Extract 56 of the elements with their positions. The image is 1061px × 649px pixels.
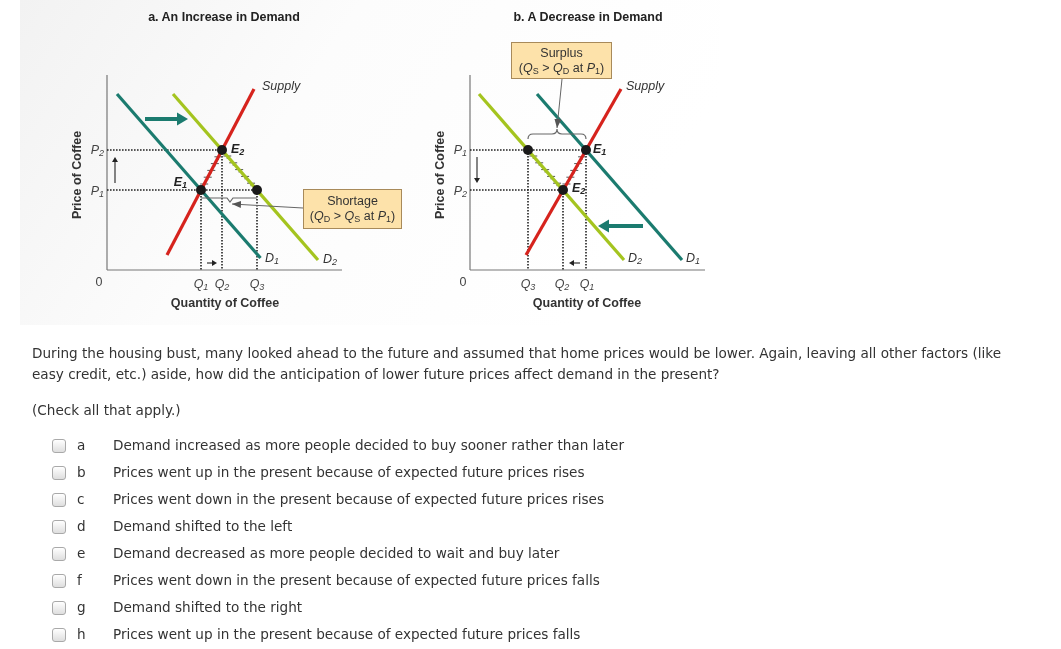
point-label: E$_{1}$ — [593, 141, 607, 157]
option-letter: d — [77, 519, 86, 535]
option-text: Prices went down in the present because of expected future prices falls — [113, 573, 600, 589]
option-letter: b — [77, 465, 86, 481]
curve-label: D$_{1}$ — [686, 250, 701, 266]
option-text: Demand shifted to the left — [113, 519, 293, 535]
tick-label: P$_{2}$ — [453, 183, 467, 199]
callout-box — [303, 189, 402, 229]
axis-title: Quantity of Coffee — [170, 295, 280, 311]
leader-line — [231, 201, 304, 209]
question-text: During the housing bust, many looked ahead to the future and assumed that home prices would be lower. Again, leaving all other factors (like easy credit, etc.) aside, how did the anticipation of lower future prices affect demand in the present? — [32, 344, 1003, 384]
curve-label: D$_{2}$ — [323, 251, 338, 267]
tick-label: P$_{1}$ — [90, 183, 104, 199]
option-letter: c — [77, 492, 85, 508]
callout-text: (Q$_{S}$ > Q$_{D}$ at P$_{1}$) — [518, 60, 605, 76]
callout-text: (Q$_{D}$ > Q$_{S}$ at P$_{1}$) — [309, 209, 396, 224]
option-text: Demand decreased as more people decided to wait and buy later — [113, 546, 560, 562]
tick-label: Q$_{3}$ — [520, 276, 536, 292]
option-letter: h — [77, 627, 86, 643]
tick-label: Q$_{2}$ — [554, 276, 570, 292]
point-label: E$_{2}$ — [572, 180, 586, 196]
option-letter: e — [77, 546, 86, 562]
axis-title: Quantity of Coffee — [532, 295, 642, 311]
curve-label: Supply — [626, 78, 665, 94]
axis-title: Price of Coffee — [432, 130, 448, 220]
axis-title: Price of Coffee — [69, 130, 85, 220]
brace — [527, 128, 587, 140]
curve-label: D$_{1}$ — [265, 250, 280, 266]
tick-label: 0 — [459, 274, 467, 290]
option-letter: g — [77, 600, 86, 616]
tick-label: Q$_{1}$ — [579, 276, 595, 292]
bracket — [200, 197, 258, 204]
tick-label: Q$_{3}$ — [249, 276, 265, 292]
option-text: Prices went up in the present because of expected future prices falls — [113, 627, 581, 643]
option-letter: f — [77, 573, 82, 589]
option-text: Prices went down in the present because of expected future prices rises — [113, 492, 604, 508]
point-label: E$_{2}$ — [231, 141, 245, 157]
instruction-text: (Check all that apply.) — [32, 403, 181, 419]
option-text: Demand shifted to the right — [113, 600, 303, 616]
chart-title: b. A Decrease in Demand — [513, 9, 663, 25]
leader-line — [554, 78, 563, 129]
tick-label: P$_{1}$ — [453, 142, 467, 158]
option-letter: a — [77, 438, 86, 454]
chart-title: a. An Increase in Demand — [148, 9, 300, 25]
tick-label: 0 — [95, 274, 103, 290]
tick-label: Q$_{1}$ — [193, 276, 209, 292]
curve-label: D$_{2}$ — [628, 250, 643, 266]
point-label: E$_{1}$ — [173, 174, 187, 190]
curve-label: Supply — [262, 78, 301, 94]
tick-label: P$_{2}$ — [90, 142, 104, 158]
option-text: Demand increased as more people decided to buy sooner rather than later — [113, 438, 624, 454]
callout-title: Surplus — [540, 45, 583, 61]
callout-box — [511, 42, 612, 79]
tick-label: Q$_{2}$ — [214, 276, 230, 292]
callout-title: Shortage — [327, 194, 378, 209]
option-text: Prices went up in the present because of expected future prices rises — [113, 465, 585, 481]
